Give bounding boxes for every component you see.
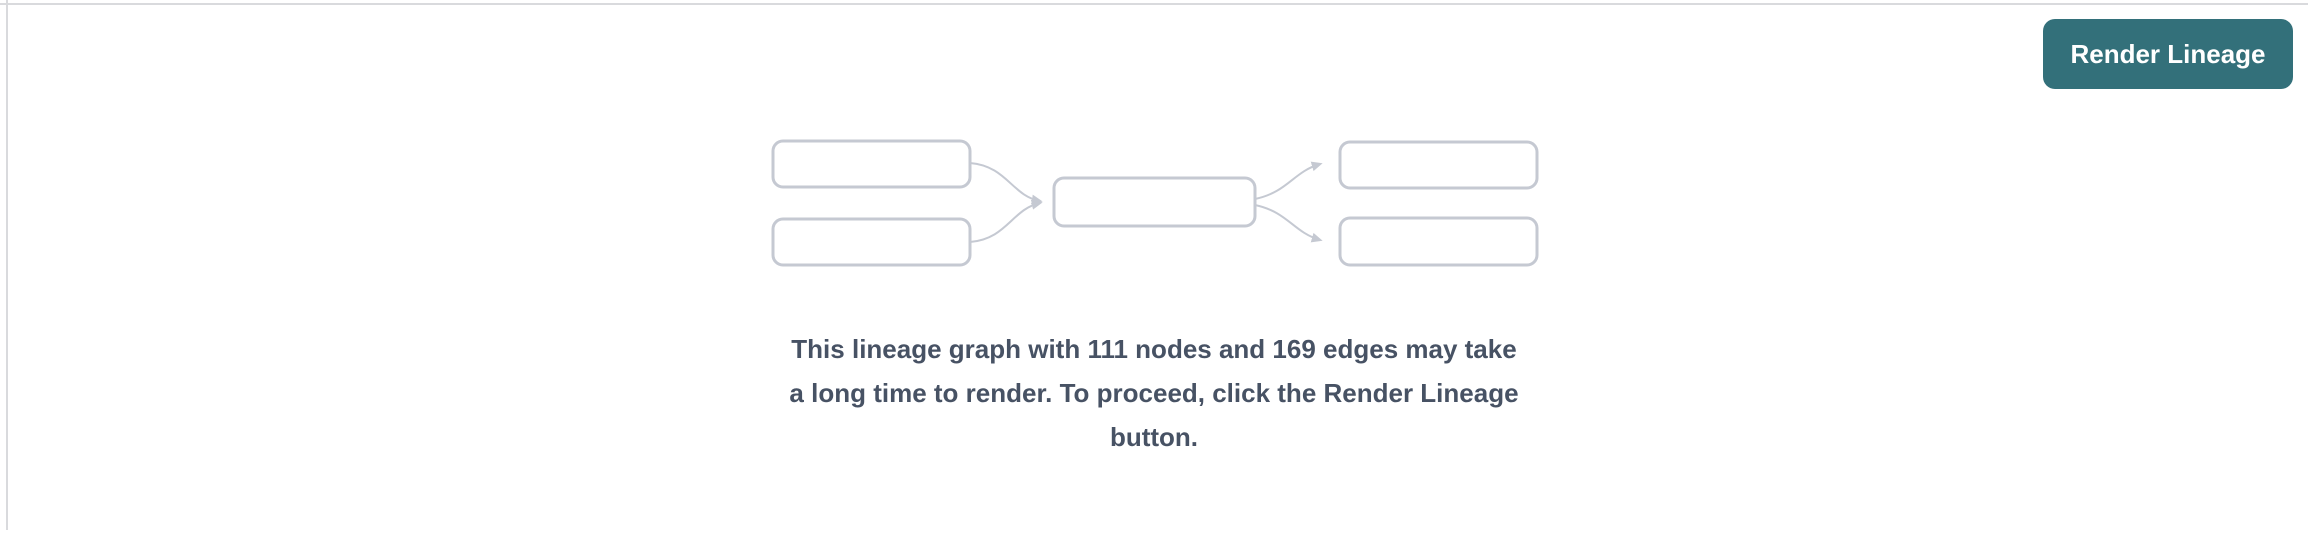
downstream-node-2	[1338, 216, 1538, 267]
render-warning-line-3: button.	[1109, 422, 1199, 452]
panel-left-divider	[6, 0, 8, 530]
upstream-node-2	[771, 217, 971, 267]
lineage-empty-state: This lineage graph with 111 nodes and 16…	[734, 133, 1574, 459]
edge-upstream-2-to-center	[969, 199, 1043, 243]
render-warning-line-1: This lineage graph with 111 nodes and 16…	[791, 334, 1517, 364]
render-warning-message: This lineage graph with 111 nodes and 16…	[789, 327, 1518, 459]
panel-top-divider	[0, 3, 2308, 5]
edge-center-to-downstream-1	[1254, 161, 1323, 200]
mini-lineage-graph-icon	[771, 139, 1538, 267]
render-warning-line-2: a long time to render. To proceed, click…	[789, 378, 1519, 408]
center-node	[1052, 176, 1256, 228]
upstream-node-1	[771, 139, 971, 189]
downstream-node-1	[1338, 140, 1538, 190]
edge-upstream-1-to-center	[969, 162, 1043, 205]
edge-center-to-downstream-2	[1254, 204, 1323, 243]
render-lineage-button[interactable]: Render Lineage	[2043, 19, 2293, 89]
